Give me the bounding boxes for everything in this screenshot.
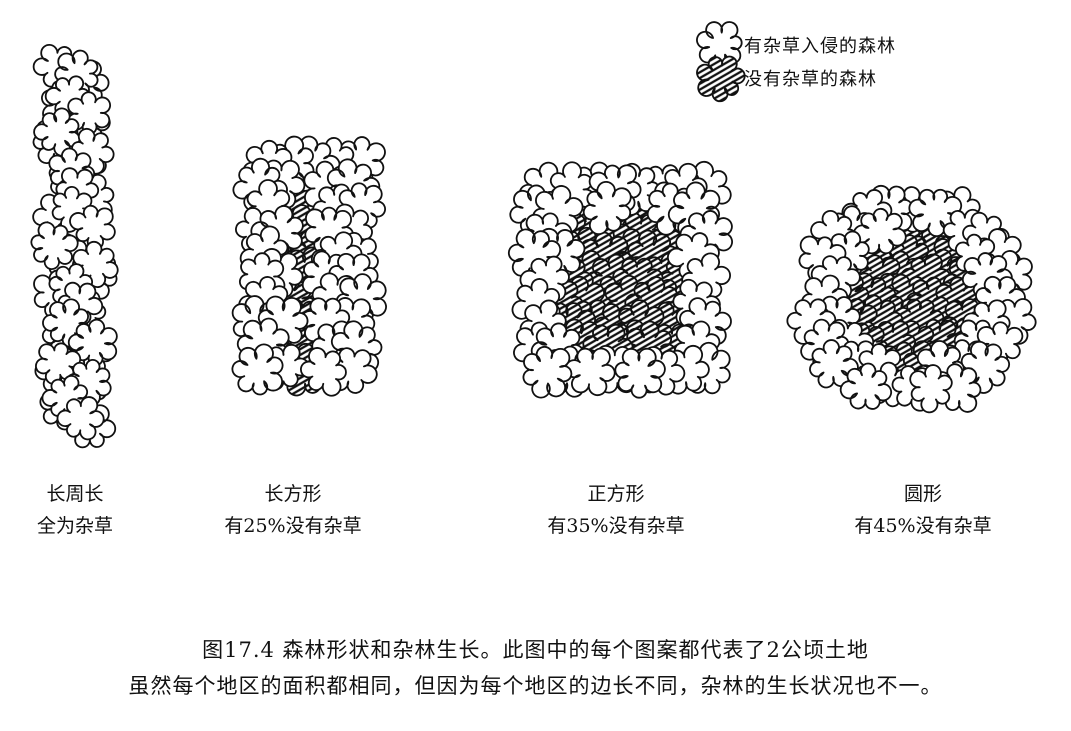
weedy-tree xyxy=(231,343,284,396)
weedy-tree xyxy=(839,362,893,410)
caption-line-1: 图17.4 森林形状和杂林生长。此图中的每个图案都代表了2公顷土地 xyxy=(202,638,869,662)
label-rectangle: 长方形 有25%没有杂草 xyxy=(193,478,393,542)
legend-label-weed-free: 没有杂草的森林 xyxy=(744,69,877,90)
label-square: 正方形 有35%没有杂草 xyxy=(516,478,716,542)
label-strip: 长周长 全为杂草 xyxy=(0,478,175,542)
label-circle: 圆形 有45%没有杂草 xyxy=(823,478,1023,542)
hatched-tree-legend-icon xyxy=(696,55,746,103)
shape-note: 有45%没有杂草 xyxy=(854,515,992,537)
caption-line-2: 虽然每个地区的面积都相同，但因为每个地区的边长不同，杂林的生长状况也不一。 xyxy=(128,674,943,698)
legend-item-weedy: 有杂草入侵的森林 xyxy=(706,31,896,59)
shape-note: 有35%没有杂草 xyxy=(547,515,685,537)
strip-forest-shape xyxy=(30,44,119,449)
rectangle-forest-shape xyxy=(231,135,387,397)
weedy-tree xyxy=(909,364,953,414)
shape-name: 长周长 xyxy=(46,483,104,505)
weedy-tree xyxy=(522,345,573,399)
shape-note: 有25%没有杂草 xyxy=(224,515,362,537)
circle-forest-shape xyxy=(786,184,1037,414)
weedy-tree xyxy=(69,204,116,251)
weedy-tree xyxy=(564,347,616,397)
shape-name: 正方形 xyxy=(587,483,645,505)
shape-name: 长方形 xyxy=(264,483,322,505)
weedy-tree xyxy=(614,347,666,399)
hatched-tree-icon xyxy=(696,55,746,103)
weedy-tree xyxy=(582,181,632,235)
weedy-tree xyxy=(33,107,81,157)
weedy-tree xyxy=(300,347,347,397)
weedy-tree xyxy=(30,221,79,270)
square-forest-shape xyxy=(507,160,733,399)
shape-note: 全为杂草 xyxy=(36,515,113,537)
legend-item-weed-free: 没有杂草的森林 xyxy=(706,64,877,92)
legend-label-weedy: 有杂草入侵的森林 xyxy=(744,36,896,57)
weedy-tree xyxy=(35,342,82,385)
shape-name: 圆形 xyxy=(903,483,942,505)
weedy-tree xyxy=(56,396,105,441)
weedy-tree xyxy=(852,207,907,255)
